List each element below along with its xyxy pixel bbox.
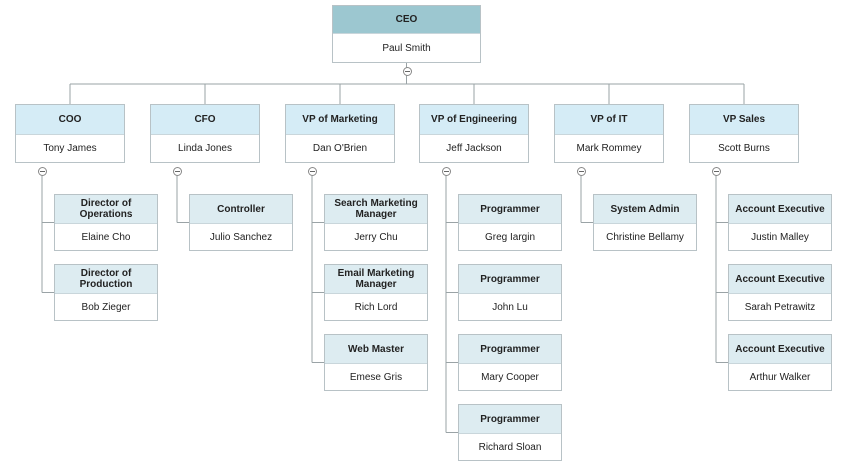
collapse-toggle-icon[interactable] bbox=[307, 166, 317, 176]
person-name: Bob Zieger bbox=[81, 301, 131, 313]
position-title: Programmer bbox=[459, 195, 561, 224]
position-title: Account Executive bbox=[729, 335, 831, 364]
person-name: Elaine Cho bbox=[81, 231, 131, 243]
person-name: Sarah Petrawitz bbox=[744, 301, 816, 313]
position-title: VP of Marketing bbox=[286, 105, 394, 135]
person-name: Christine Bellamy bbox=[606, 231, 684, 243]
position-title: VP of IT bbox=[555, 105, 663, 135]
person-name: Dan O'Brien bbox=[312, 143, 368, 154]
person-name: Julio Sanchez bbox=[209, 231, 273, 243]
person-name: Paul Smith bbox=[382, 42, 431, 54]
position-title: Programmer bbox=[459, 265, 561, 294]
position-title: Programmer bbox=[459, 405, 561, 434]
person-name: Tony James bbox=[43, 143, 97, 154]
collapse-toggle-icon[interactable] bbox=[711, 166, 721, 176]
position-title: Email Marketing Manager bbox=[325, 265, 427, 294]
position-title: CFO bbox=[151, 105, 259, 135]
ceo-node[interactable]: CEO Paul Smith bbox=[332, 5, 481, 63]
position-title: VP of Engineering bbox=[420, 105, 528, 135]
position-title: Controller bbox=[190, 195, 292, 224]
person-name: Jeff Jackson bbox=[446, 143, 502, 154]
collapse-toggle-icon[interactable] bbox=[37, 166, 47, 176]
collapse-toggle-icon[interactable] bbox=[441, 166, 451, 176]
position-title: Web Master bbox=[325, 335, 427, 364]
person-name: Greg Iargin bbox=[484, 231, 536, 243]
person-name: Mary Cooper bbox=[481, 371, 539, 383]
position-title: VP Sales bbox=[690, 105, 798, 135]
person-name: Scott Burns bbox=[718, 143, 770, 154]
person-name: Linda Jones bbox=[178, 143, 232, 154]
collapse-toggle-icon[interactable] bbox=[576, 166, 586, 176]
person-name: Jerry Chu bbox=[354, 231, 398, 243]
position-title: Director of Production bbox=[55, 265, 157, 294]
position-title: Programmer bbox=[459, 335, 561, 364]
position-title: COO bbox=[16, 105, 124, 135]
vp-node[interactable]: CFO Linda Jones bbox=[150, 104, 260, 163]
collapse-toggle-icon[interactable] bbox=[403, 66, 412, 76]
position-title: Search Marketing Manager bbox=[325, 195, 427, 224]
position-title: Account Executive bbox=[729, 195, 831, 224]
person-name: Mark Rommey bbox=[576, 143, 642, 154]
person-name: Rich Lord bbox=[354, 301, 398, 313]
collapse-toggle-icon[interactable] bbox=[172, 166, 182, 176]
person-name: Richard Sloan bbox=[478, 441, 542, 453]
person-name: John Lu bbox=[492, 301, 528, 313]
position-title: Account Executive bbox=[729, 265, 831, 294]
position-title: CEO bbox=[333, 6, 480, 34]
vp-node[interactable]: COO Tony James bbox=[15, 104, 125, 163]
person-name: Justin Malley bbox=[751, 231, 809, 243]
position-title: System Admin bbox=[594, 195, 696, 224]
person-name: Emese Gris bbox=[349, 371, 403, 383]
vp-node[interactable]: VP of IT Mark Rommey bbox=[554, 104, 664, 163]
person-name: Arthur Walker bbox=[749, 371, 811, 383]
position-title: Director of Operations bbox=[55, 195, 157, 224]
